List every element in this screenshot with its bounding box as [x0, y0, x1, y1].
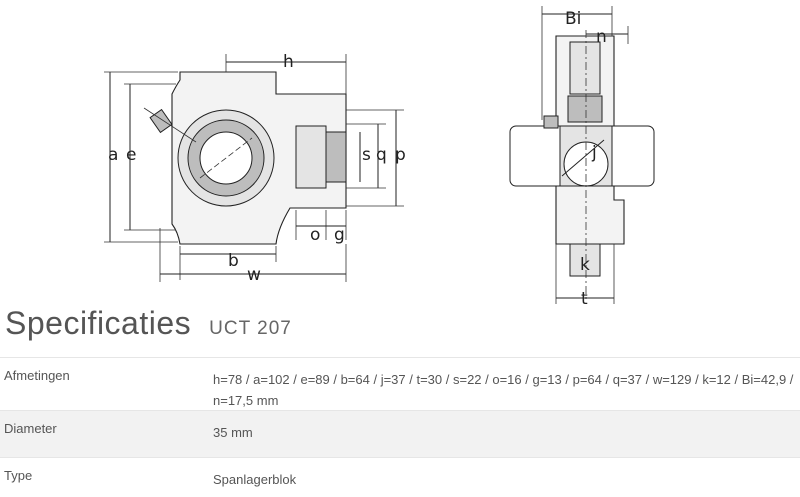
spec-label: Type [4, 468, 33, 483]
spec-value: 35 mm [213, 425, 253, 440]
dim-label-g: g [334, 225, 345, 245]
dim-label-o: o [310, 225, 320, 245]
front-view [143, 71, 347, 245]
specs-header: Specificaties UCT 207 [5, 305, 292, 349]
dim-label-n: n [596, 27, 607, 47]
side-dimensions [541, 6, 629, 304]
spec-label: Afmetingen [4, 368, 70, 383]
specs-table: Afmetingen h=78 / a=102 / e=89 / b=64 / … [0, 357, 800, 497]
dim-label-e: e [126, 145, 136, 165]
dim-label-bi: Bi [565, 9, 581, 29]
specs-title: Specificaties [5, 305, 192, 341]
front-dimensions [104, 54, 404, 282]
product-model: UCT 207 [209, 318, 292, 339]
dim-label-s: s [362, 145, 371, 165]
dim-label-p: p [395, 145, 406, 165]
spec-row-dimensions: Afmetingen h=78 / a=102 / e=89 / b=64 / … [0, 357, 800, 410]
dim-label-j: j [591, 143, 597, 163]
technical-drawing: h a e s q p o g b w Bi n j k t [104, 6, 655, 309]
dim-label-a: a [108, 145, 118, 165]
dim-label-k: k [580, 255, 590, 275]
dim-label-b: b [228, 251, 239, 271]
dim-label-w: w [247, 265, 261, 285]
dim-label-t: t [581, 289, 588, 309]
dim-label-q: q [376, 145, 387, 165]
side-view [509, 30, 655, 300]
spec-value: h=78 / a=102 / e=89 / b=64 / j=37 / t=30… [213, 372, 794, 408]
spec-row-type: Type Spanlagerblok [0, 457, 800, 497]
spec-value: Spanlagerblok [213, 472, 297, 487]
spec-row-diameter: Diameter 35 mm [0, 410, 800, 457]
dim-label-h: h [283, 52, 294, 72]
spec-label: Diameter [4, 421, 57, 436]
